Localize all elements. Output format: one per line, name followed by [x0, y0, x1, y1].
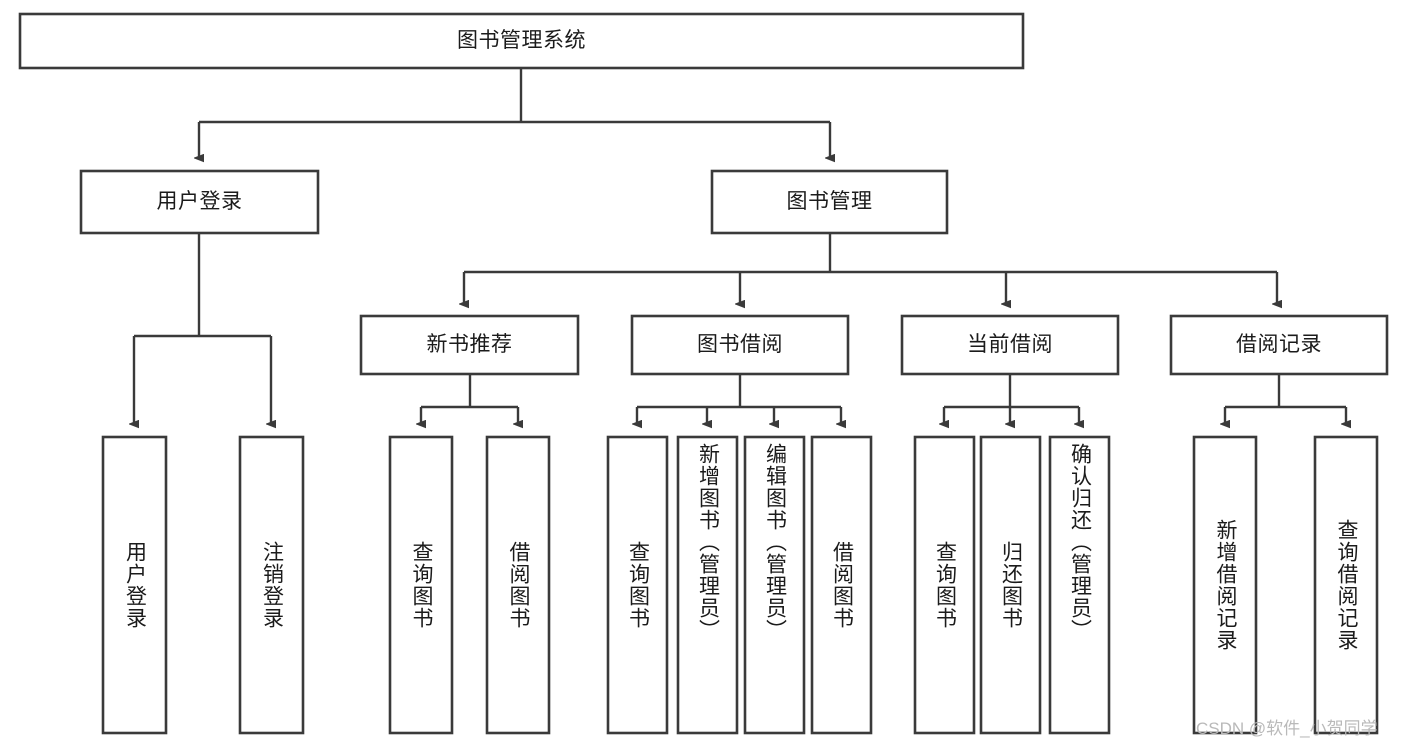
node-new-book-recommend-box[interactable] [359, 314, 580, 376]
node-leaf-logout-box[interactable] [238, 435, 305, 735]
node-leaf-borrow-query-box[interactable] [606, 435, 669, 735]
node-borrow-record-box[interactable] [1169, 314, 1389, 376]
node-user-login-box[interactable] [79, 169, 320, 235]
node-leaf-borrow-add-box[interactable] [676, 435, 739, 735]
node-leaf-record-query-box[interactable] [1313, 435, 1379, 735]
node-current-borrow-box[interactable] [900, 314, 1120, 376]
node-leaf-record-add-box[interactable] [1192, 435, 1258, 735]
node-root-box[interactable] [18, 12, 1025, 70]
node-leaf-current-confirm-box[interactable] [1048, 435, 1111, 735]
node-leaf-current-query-box[interactable] [913, 435, 976, 735]
node-leaf-current-return-box[interactable] [979, 435, 1042, 735]
node-leaf-recommend-borrow-box[interactable] [485, 435, 551, 735]
node-leaf-recommend-query-box[interactable] [388, 435, 454, 735]
node-book-manage-box[interactable] [710, 169, 949, 235]
node-book-borrow-box[interactable] [630, 314, 850, 376]
node-leaf-borrow-lend-box[interactable] [810, 435, 873, 735]
node-leaf-borrow-edit-box[interactable] [743, 435, 806, 735]
node-leaf-user-login-box[interactable] [101, 435, 168, 735]
